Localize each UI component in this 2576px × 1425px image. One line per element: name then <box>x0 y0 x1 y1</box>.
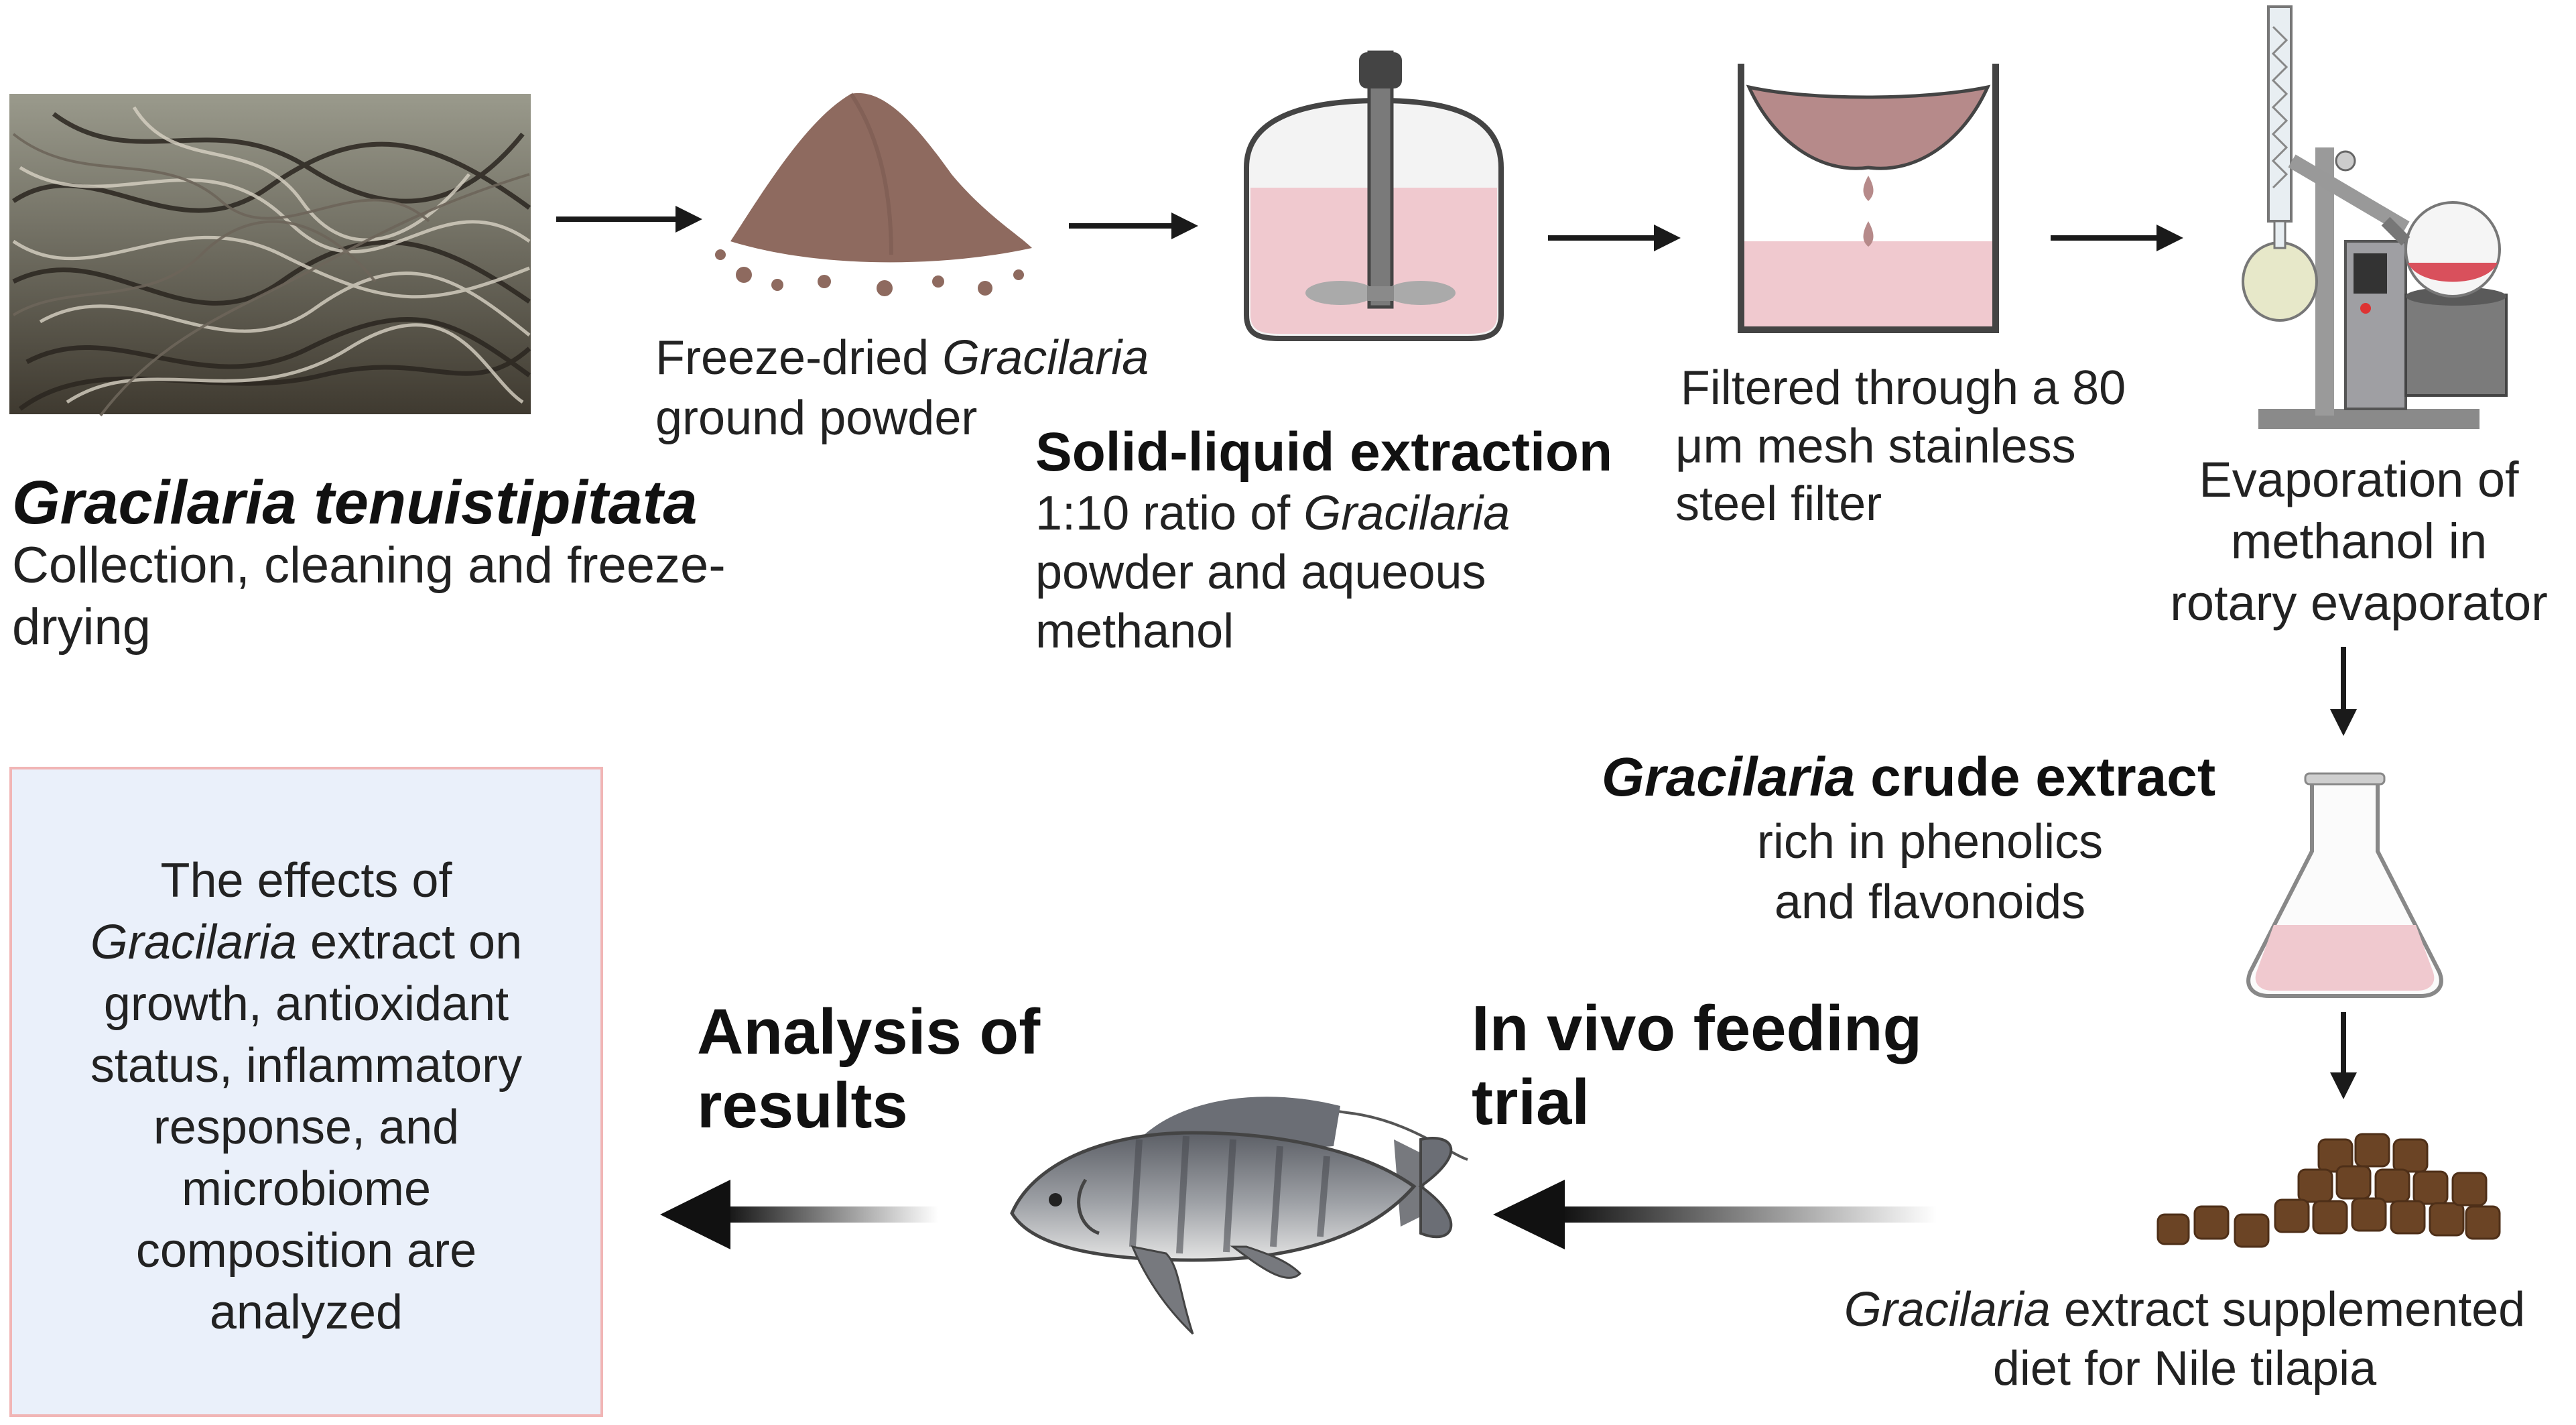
analysis-line2: results <box>697 1070 908 1141</box>
extraction-line2: powder and aqueous <box>1035 546 1486 599</box>
summary-line5: response, and <box>153 1101 460 1154</box>
feed-pellets-icon <box>2156 1133 2501 1248</box>
summary-line6: microbiome <box>181 1162 432 1216</box>
powder-pile-icon <box>715 92 1032 296</box>
filtration-line1: Filtered through a 80 <box>1680 361 2126 415</box>
filtration-line3: steel filter <box>1675 477 1882 531</box>
tilapia-fish-icon <box>1010 1097 1468 1335</box>
evaporation-line2: methanol in <box>2230 513 2488 569</box>
summary-text: The effects of Gracilaria extract on gro… <box>12 850 600 1343</box>
powder-line2: ground powder <box>655 391 978 445</box>
evaporation-line1: Evaporation of <box>2199 452 2519 507</box>
summary-line7: composition are <box>135 1224 477 1278</box>
analysis-line1: Analysis of <box>697 996 1041 1068</box>
diet-line2: diet for Nile tilapia <box>1992 1342 2377 1396</box>
flow-arrows <box>556 206 2357 1099</box>
extraction-line1: 1:10 ratio of Gracilaria <box>1035 487 1510 540</box>
summary-line2: Gracilaria extract on <box>90 916 523 969</box>
crude-extract-line2: and flavonoids <box>1774 875 2086 929</box>
collection-line1: Collection, cleaning and freeze- <box>12 537 726 594</box>
extraction-line3: methanol <box>1035 605 1234 658</box>
arrow-diet-to-fish <box>1493 1180 1937 1249</box>
summary-box: The effects of Gracilaria extract on gro… <box>9 767 603 1417</box>
summary-line8: analyzed <box>209 1286 403 1339</box>
evaporation-line3: rotary evaporator <box>2170 575 2548 631</box>
summary-line3: growth, antioxidant <box>103 977 509 1031</box>
arrow-fish-to-analysis <box>660 1180 938 1249</box>
feeding-line2: trial <box>1472 1066 1590 1138</box>
powder-line1: Freeze-dried Gracilaria <box>655 331 1149 385</box>
crude-extract-line1: rich in phenolics <box>1756 815 2104 869</box>
collection-line2: drying <box>12 599 151 656</box>
summary-line1: The effects of <box>160 854 452 908</box>
feeding-line1: In vivo feeding <box>1472 993 1923 1064</box>
collection-title: Gracilaria tenuistipitata <box>12 469 698 537</box>
erlenmeyer-flask-icon <box>2246 772 2443 998</box>
seaweed-photo <box>9 94 531 417</box>
filtration-line2: μm mesh stainless <box>1675 420 2076 473</box>
extraction-title: Solid-liquid extraction <box>1035 422 1613 483</box>
rotary-evaporator-icon <box>2242 5 2508 429</box>
extraction-vessel-icon <box>1244 50 1504 341</box>
crude-extract-title: Gracilaria crude extract <box>1602 747 2216 808</box>
diet-line1: Gracilaria extract supplemented <box>1844 1283 2526 1337</box>
summary-line4: status, inflammatory <box>90 1039 523 1093</box>
filter-icon <box>1738 64 1999 333</box>
